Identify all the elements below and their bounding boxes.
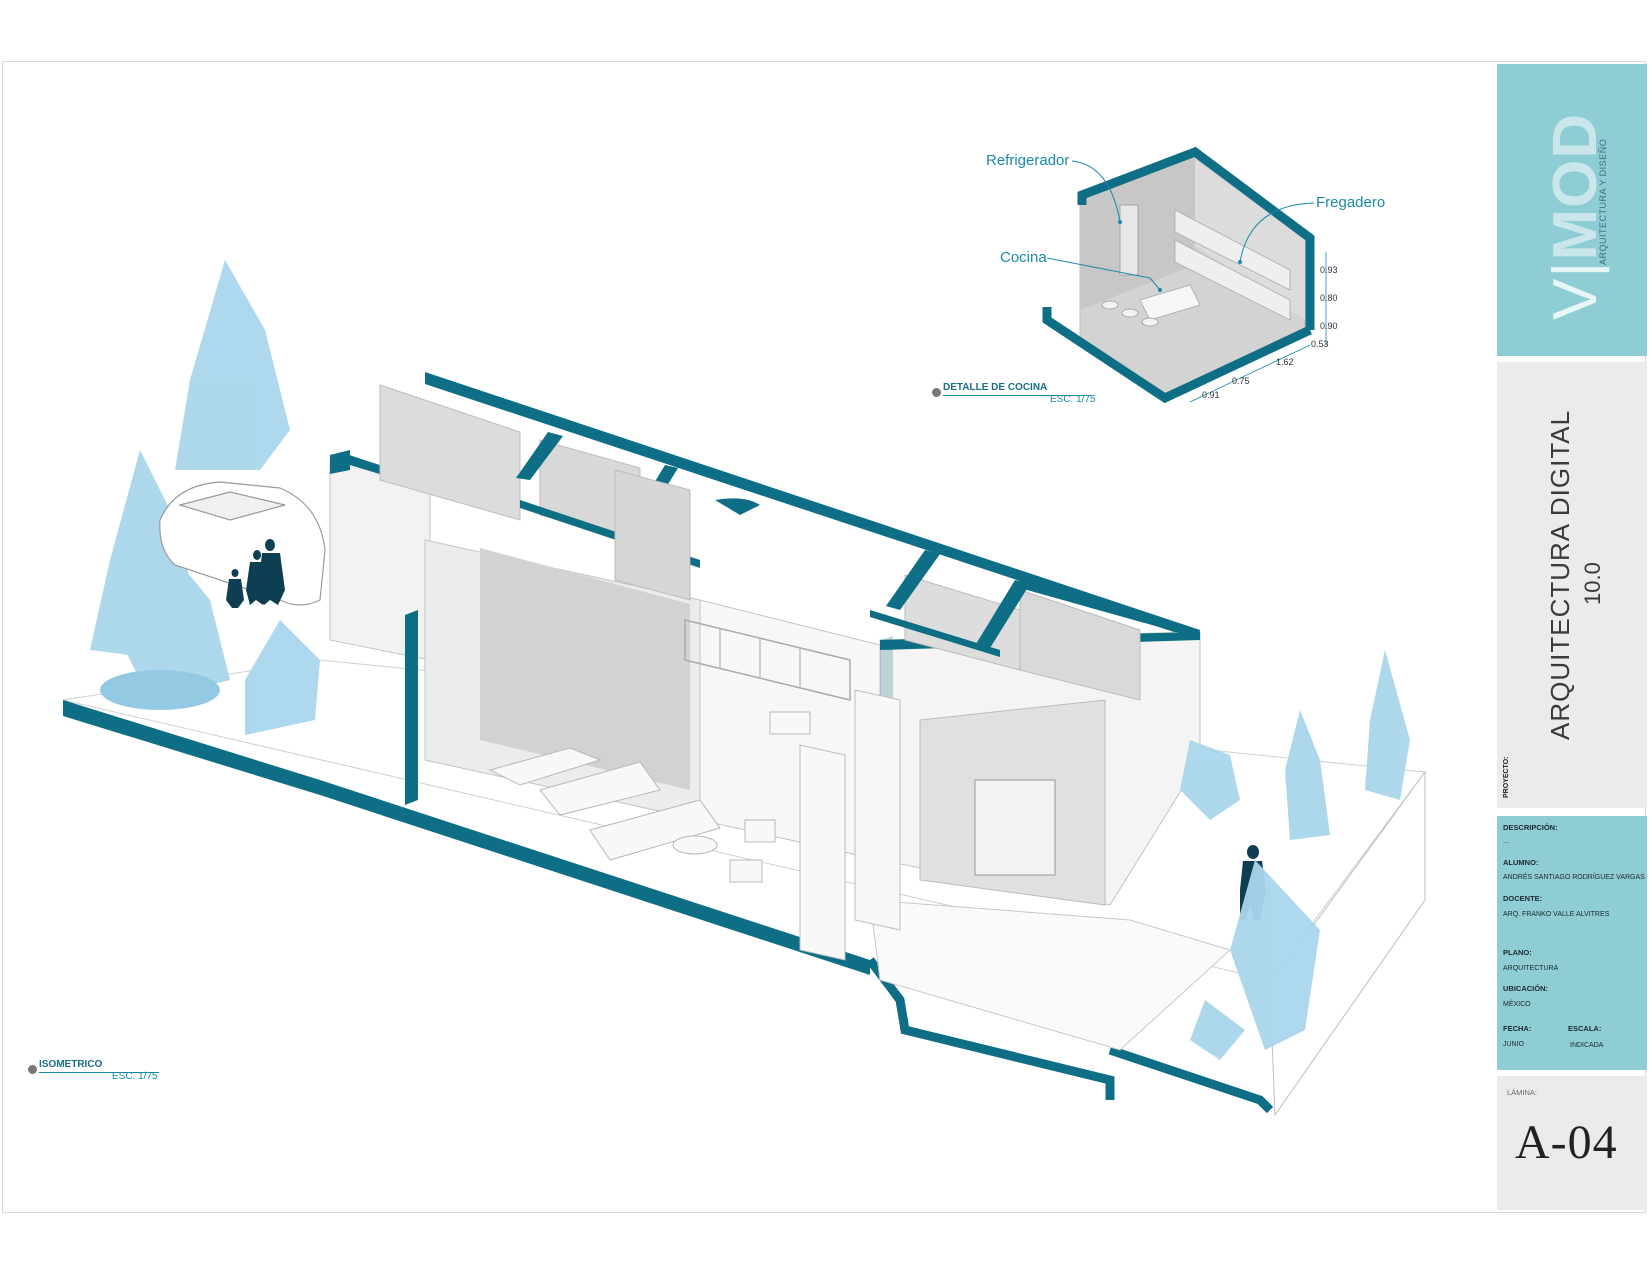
title-block-info-panel — [1497, 816, 1647, 1070]
dimension-vertical-1: 0.93 — [1320, 265, 1338, 275]
view-marker-dot — [932, 388, 941, 397]
sheet-number: A-04 — [1515, 1116, 1618, 1169]
view-title-underline — [943, 395, 1091, 396]
dimension-vertical-3: 0.90 — [1320, 321, 1338, 331]
scale-label: ESCALA: — [1568, 1024, 1602, 1033]
project-title: ARQUITECTURA DIGITAL — [1545, 409, 1575, 740]
sheet-label: LÁMINA: — [1507, 1088, 1538, 1097]
view-title-underline — [39, 1072, 159, 1073]
dimension-vertical-4: 0.53 — [1311, 339, 1329, 349]
company-tagline: ARQUITECTURA Y DISEÑO — [1598, 138, 1608, 265]
isometric-house — [62, 372, 1426, 1117]
student-label: ALUMNO: — [1503, 858, 1539, 867]
student-value: ANDRÉS SANTIAGO RODRÍGUEZ VARGAS — [1503, 874, 1645, 881]
kitchen-view-title: DETALLE DE COCINA — [943, 382, 1048, 393]
teacher-label: DOCENTE: — [1503, 894, 1543, 903]
date-label: FECHA: — [1503, 1024, 1532, 1033]
view-marker-dot — [28, 1065, 37, 1074]
description-value: ... — [1503, 838, 1509, 845]
date-value: JUNIO — [1503, 1041, 1524, 1048]
location-label: UBICACIÓN: — [1503, 984, 1548, 993]
callout-sink: Fregadero — [1316, 194, 1386, 211]
isometric-view-title: ISOMETRICO — [39, 1059, 103, 1070]
callout-stove: Cocina — [1000, 249, 1047, 266]
description-label: DESCRIPCIÓN: — [1503, 823, 1558, 832]
title-block-project-panel — [1497, 362, 1647, 808]
landscape-trees-right — [1180, 650, 1410, 1060]
dimension-horizontal-1: 1.62 — [1276, 357, 1294, 367]
dimension-horizontal-3: 0.91 — [1202, 390, 1220, 400]
kitchen-detail — [1042, 146, 1327, 404]
title-block-sheet-panel — [1497, 1076, 1647, 1210]
plan-label: PLANO: — [1503, 948, 1532, 957]
title-block-logo-panel — [1497, 64, 1647, 356]
landscape-trees-left — [90, 260, 320, 735]
project-number: 10.0 — [1580, 562, 1605, 605]
dimension-horizontal-2: 0.75 — [1232, 376, 1250, 386]
isometric-view-scale: ESC. 1/75 — [112, 1071, 158, 1082]
location-value: MÉXICO — [1503, 1001, 1531, 1008]
project-label: PROYECTO: — [1503, 756, 1510, 799]
car-outline — [159, 481, 326, 606]
dimension-vertical-2: 0.80 — [1320, 293, 1338, 303]
scale-value: INDICADA — [1570, 1042, 1604, 1049]
teacher-value: ARQ. FRANKO VALLE ALVITRES — [1503, 911, 1610, 918]
callout-refrigerator: Refrigerador — [986, 152, 1070, 169]
plan-value: ARQUITECTURA — [1503, 965, 1559, 972]
kitchen-view-scale: ESC. 1/75 — [1050, 394, 1096, 405]
